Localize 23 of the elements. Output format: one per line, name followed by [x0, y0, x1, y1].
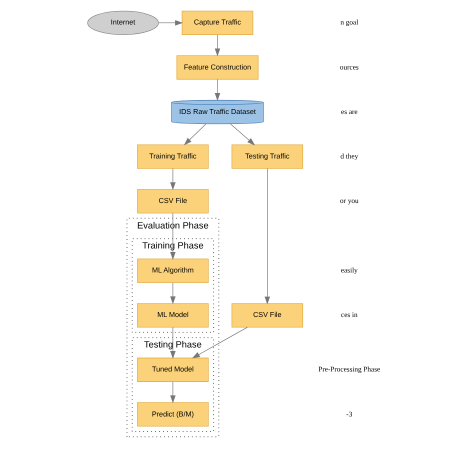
node-box: CSV File — [232, 303, 304, 328]
node-box: Training Traffic — [137, 144, 209, 169]
node-ellipse: Internet — [87, 10, 159, 35]
node-box: ML Model — [137, 303, 209, 328]
arrow — [192, 326, 248, 358]
arrow — [170, 326, 176, 359]
arrow — [170, 382, 176, 404]
arrow — [170, 282, 176, 304]
arrow — [158, 20, 183, 26]
node-box: Testing Traffic — [232, 144, 304, 169]
node-box: Tuned Model — [137, 358, 209, 382]
node-box: Capture Traffic — [182, 10, 254, 35]
arrow — [170, 212, 176, 260]
arrow — [214, 79, 220, 101]
arrow — [214, 34, 220, 56]
arrow — [264, 168, 270, 304]
arrow — [170, 168, 176, 190]
arrow — [184, 124, 206, 146]
node-box: CSV File — [137, 189, 209, 214]
node-box: ML Algorithm — [137, 258, 209, 283]
node-box: Predict (B/M) — [137, 402, 209, 427]
node-box: Feature Construction — [176, 55, 258, 80]
arrow — [230, 124, 256, 146]
